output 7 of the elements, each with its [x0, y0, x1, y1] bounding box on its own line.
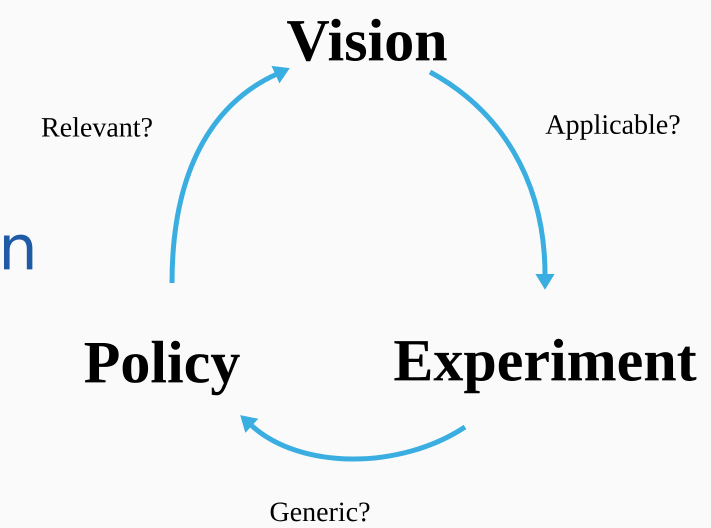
- edge-label: Applicable?: [546, 114, 680, 140]
- node-label: Vision: [287, 18, 447, 62]
- edge-label: Generic?: [270, 502, 370, 522]
- edge-label: Relevant?: [42, 117, 152, 137]
- heading-fragment: n: [4, 234, 32, 270]
- node-label: Experiment: [394, 338, 696, 394]
- node-label: Policy: [84, 340, 240, 396]
